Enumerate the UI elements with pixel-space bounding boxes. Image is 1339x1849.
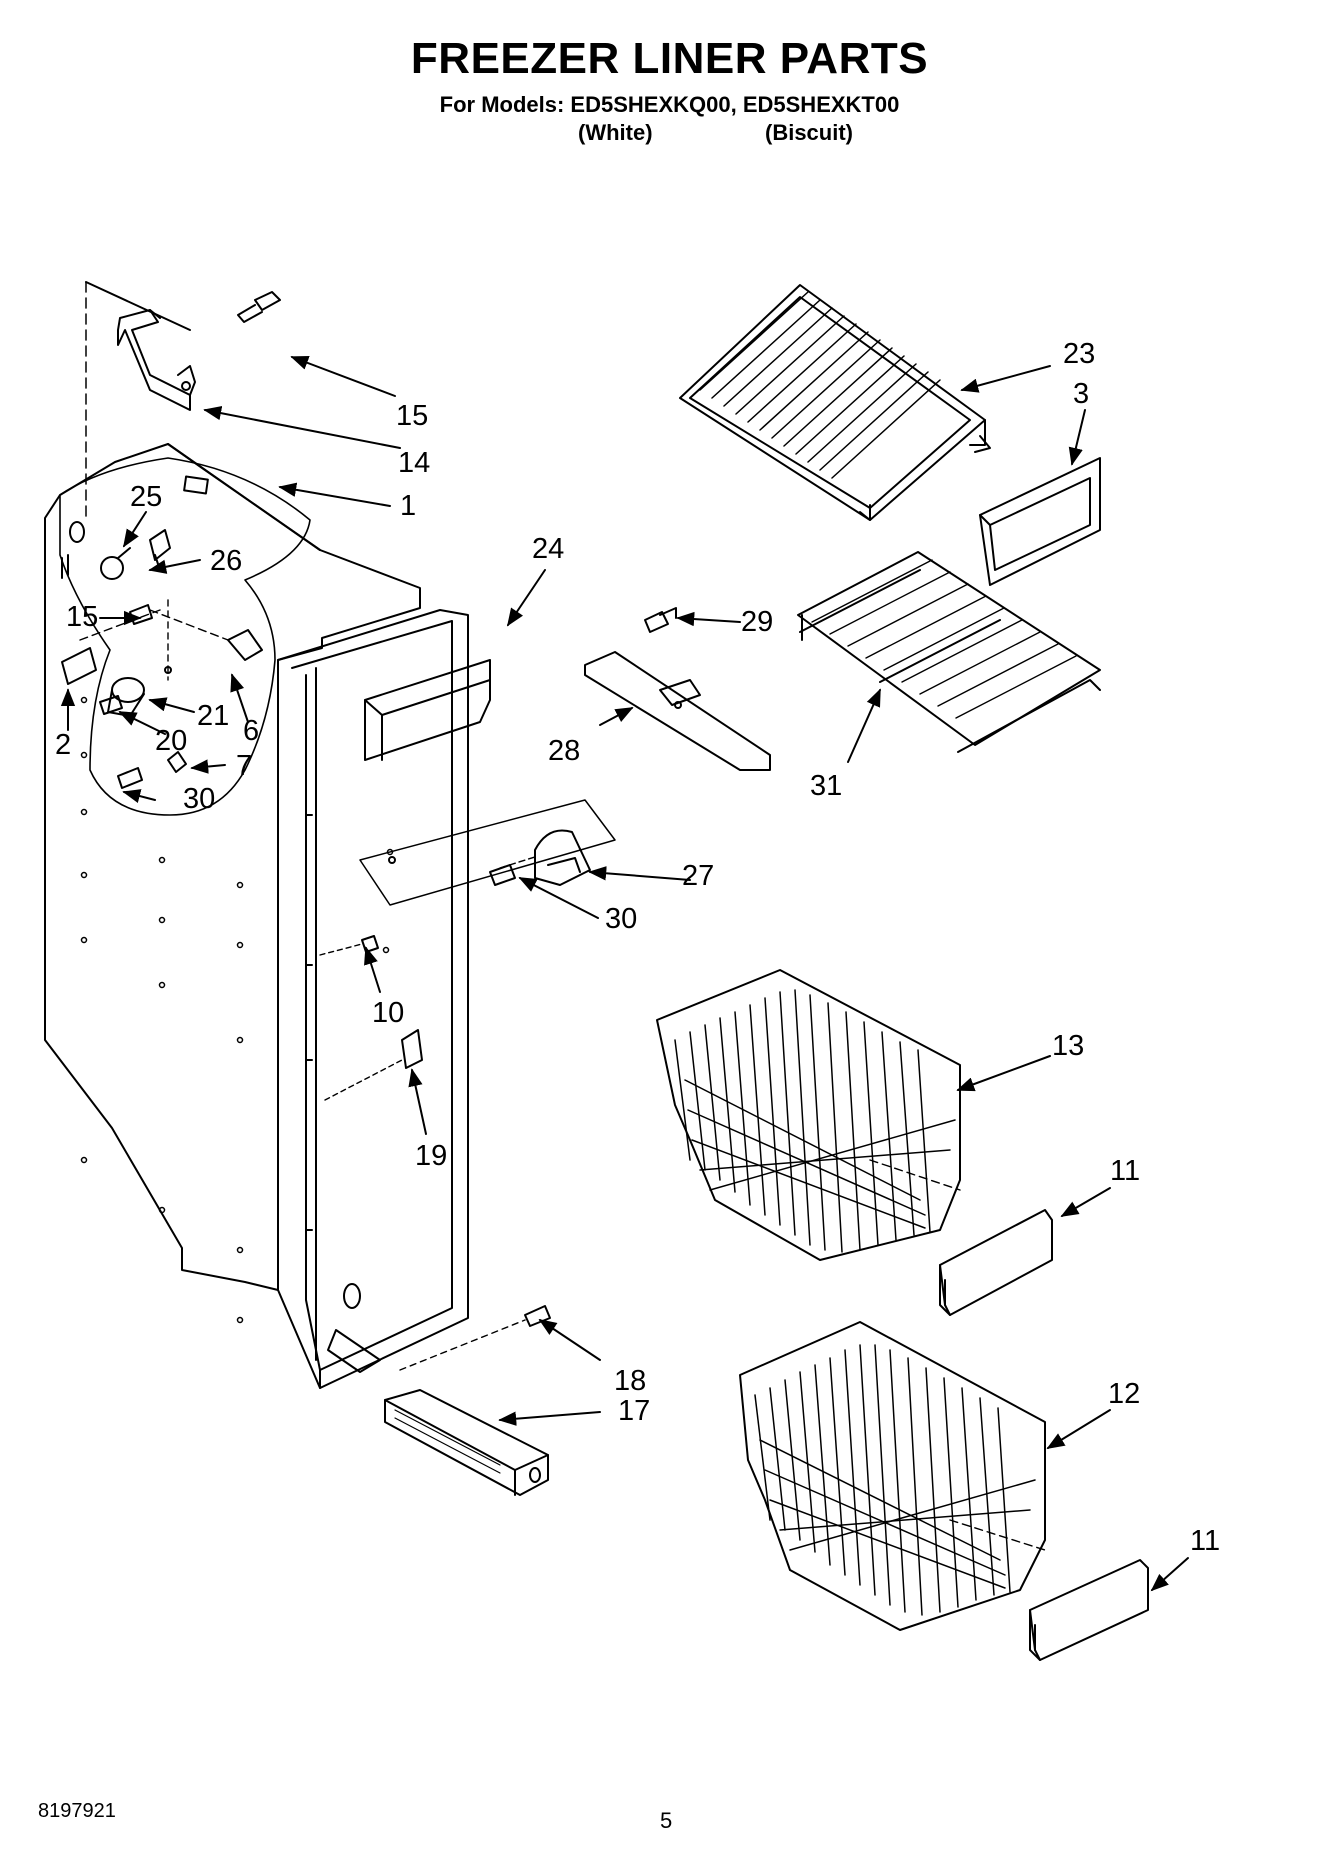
callout-1: 1 <box>400 490 416 522</box>
top-shelf <box>679 284 991 521</box>
lower-basket <box>739 1321 1046 1631</box>
cover-panel <box>364 659 491 761</box>
callout-labels: 15 14 1 25 26 15 2 21 6 20 7 30 24 23 3 … <box>55 338 1220 1557</box>
callout-23: 23 <box>1063 338 1095 370</box>
callout-14: 14 <box>398 447 430 479</box>
callout-25: 25 <box>130 481 162 513</box>
upper-basket <box>656 969 961 1261</box>
basket-front-lower <box>1029 1559 1149 1661</box>
light-shield-assembly <box>359 799 616 906</box>
callout-26: 26 <box>210 545 242 577</box>
callout-29: 29 <box>741 606 773 638</box>
callout-30-lower: 30 <box>605 903 637 935</box>
callout-7: 7 <box>236 750 252 782</box>
callout-17: 17 <box>618 1395 650 1427</box>
callout-28: 28 <box>548 735 580 767</box>
shelf-trim <box>979 457 1101 586</box>
lower-trim-assembly <box>384 1305 551 1496</box>
callout-12: 12 <box>1108 1378 1140 1410</box>
callout-15-lower: 15 <box>66 601 98 633</box>
callout-27: 27 <box>682 860 714 892</box>
callout-6: 6 <box>243 715 259 747</box>
callout-21: 21 <box>197 700 229 732</box>
callout-13: 13 <box>1052 1030 1084 1062</box>
callout-18: 18 <box>614 1365 646 1397</box>
top-hinge-bracket <box>85 281 281 521</box>
shelf-rail <box>584 607 771 771</box>
page-number: 5 <box>660 1808 673 1833</box>
control-components <box>61 529 263 789</box>
callout-15-top: 15 <box>396 400 428 432</box>
callout-11-upper: 11 <box>1110 1155 1140 1187</box>
callout-31: 31 <box>810 770 842 802</box>
callout-19: 19 <box>415 1140 447 1172</box>
page-title: FREEZER LINER PARTS <box>410 34 929 83</box>
callout-10: 10 <box>372 997 404 1029</box>
wire-shelf <box>797 551 1101 753</box>
variant-biscuit-label: (Biscuit) <box>765 120 853 145</box>
callout-11-lower: 11 <box>1190 1525 1220 1557</box>
basket-front-upper <box>939 1209 1053 1316</box>
variant-white-label: (White) <box>578 120 653 145</box>
callout-30-upper: 30 <box>183 783 215 815</box>
callout-3: 3 <box>1073 378 1089 410</box>
callout-24: 24 <box>532 533 564 565</box>
liner-cabinet <box>44 443 469 1389</box>
document-number: 8197921 <box>38 1800 116 1822</box>
callout-2: 2 <box>55 729 71 761</box>
callout-20: 20 <box>155 725 187 757</box>
leader-arrows <box>60 356 1189 1592</box>
models-line: For Models: ED5SHEXKQ00, ED5SHEXKT00 <box>439 92 900 117</box>
